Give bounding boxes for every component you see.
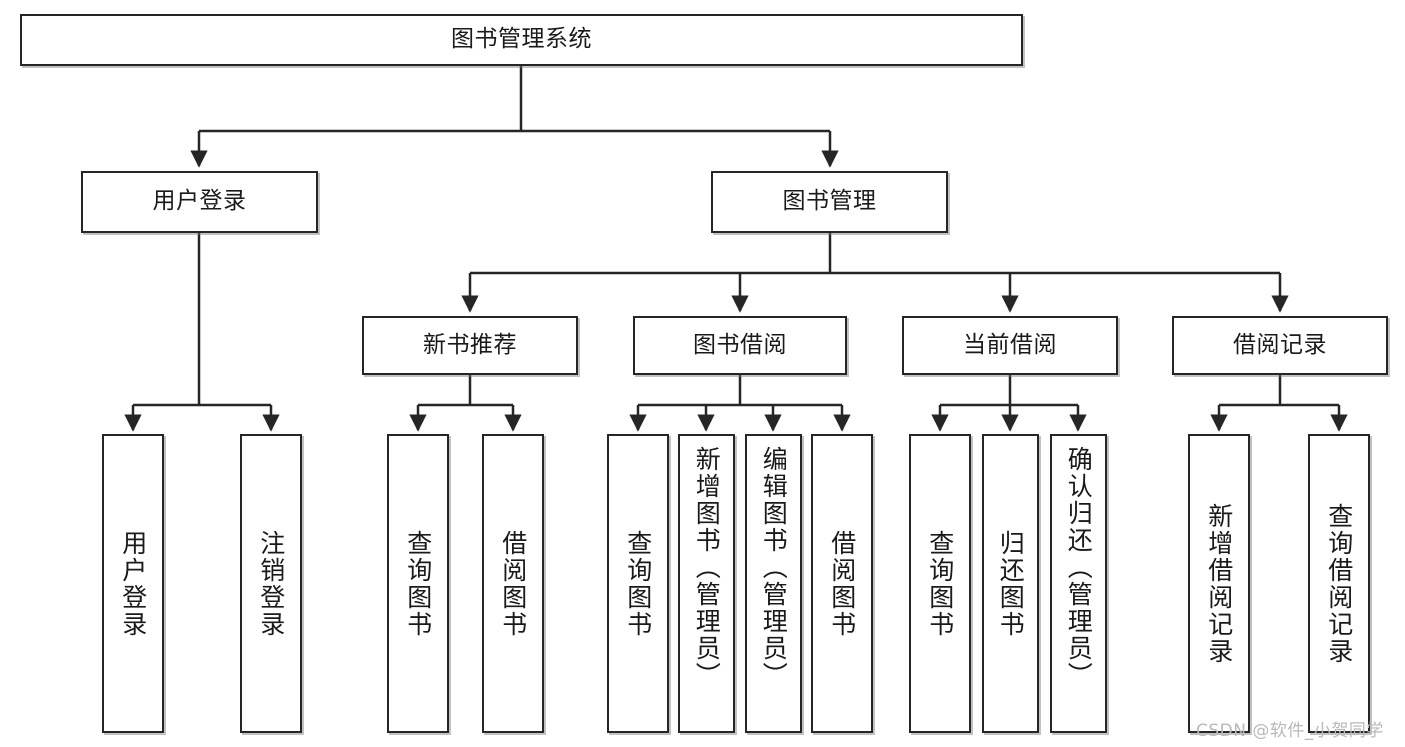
node-label: 新增图书（管理员）	[692, 446, 722, 689]
leaf-logout[interactable]: 注销登录	[240, 434, 302, 733]
leaf-borrow-book-recommend[interactable]: 借阅图书	[482, 434, 544, 733]
node-level2-book-management[interactable]: 图书管理	[711, 171, 948, 233]
node-label: 图书管理系统	[451, 26, 592, 53]
leaf-add-borrow-record[interactable]: 新增借阅记录	[1188, 434, 1250, 733]
node-label: 注销登录	[256, 529, 286, 638]
node-label: 查询图书	[403, 529, 433, 638]
node-label: 查询图书	[623, 529, 653, 638]
node-label: 当前借阅	[963, 331, 1057, 358]
node-label: 用户登录	[152, 188, 247, 215]
leaf-edit-book-admin[interactable]: 编辑图书（管理员）	[745, 434, 802, 733]
node-label: 借阅记录	[1233, 331, 1327, 358]
leaf-borrow-book[interactable]: 借阅图书	[811, 434, 873, 733]
node-level3-borrow-record[interactable]: 借阅记录	[1172, 316, 1388, 375]
leaf-add-book-admin[interactable]: 新增图书（管理员）	[678, 434, 735, 733]
node-label: 新书推荐	[423, 331, 517, 358]
node-level3-book-borrow[interactable]: 图书借阅	[633, 316, 847, 375]
leaf-query-borrow-record[interactable]: 查询借阅记录	[1308, 434, 1370, 733]
leaf-return-book[interactable]: 归还图书	[982, 434, 1039, 733]
node-label: 确认归还（管理员）	[1064, 446, 1094, 689]
node-label: 借阅图书	[498, 529, 528, 638]
leaf-query-book-recommend[interactable]: 查询图书	[387, 434, 449, 733]
watermark-text: CSDN @软件_小贺同学	[1196, 721, 1384, 741]
node-label: 借阅图书	[827, 529, 857, 638]
node-label: 用户登录	[118, 529, 148, 638]
leaf-query-book-borrow[interactable]: 查询图书	[607, 434, 669, 733]
node-label: 查询借阅记录	[1324, 502, 1354, 665]
leaf-query-book-current[interactable]: 查询图书	[909, 434, 971, 733]
node-level3-new-book-recommend[interactable]: 新书推荐	[362, 316, 578, 375]
node-level3-current-borrow[interactable]: 当前借阅	[902, 316, 1118, 375]
node-label: 归还图书	[996, 529, 1026, 638]
node-level2-user-login[interactable]: 用户登录	[81, 171, 318, 233]
node-label: 图书借阅	[693, 331, 787, 358]
node-label: 图书管理	[782, 188, 877, 215]
node-label: 新增借阅记录	[1204, 502, 1234, 665]
node-label: 编辑图书（管理员）	[759, 446, 789, 689]
node-label: 查询图书	[925, 529, 955, 638]
leaf-confirm-return-admin[interactable]: 确认归还（管理员）	[1050, 434, 1107, 733]
leaf-user-login[interactable]: 用户登录	[102, 434, 164, 733]
node-root[interactable]: 图书管理系统	[20, 14, 1023, 66]
